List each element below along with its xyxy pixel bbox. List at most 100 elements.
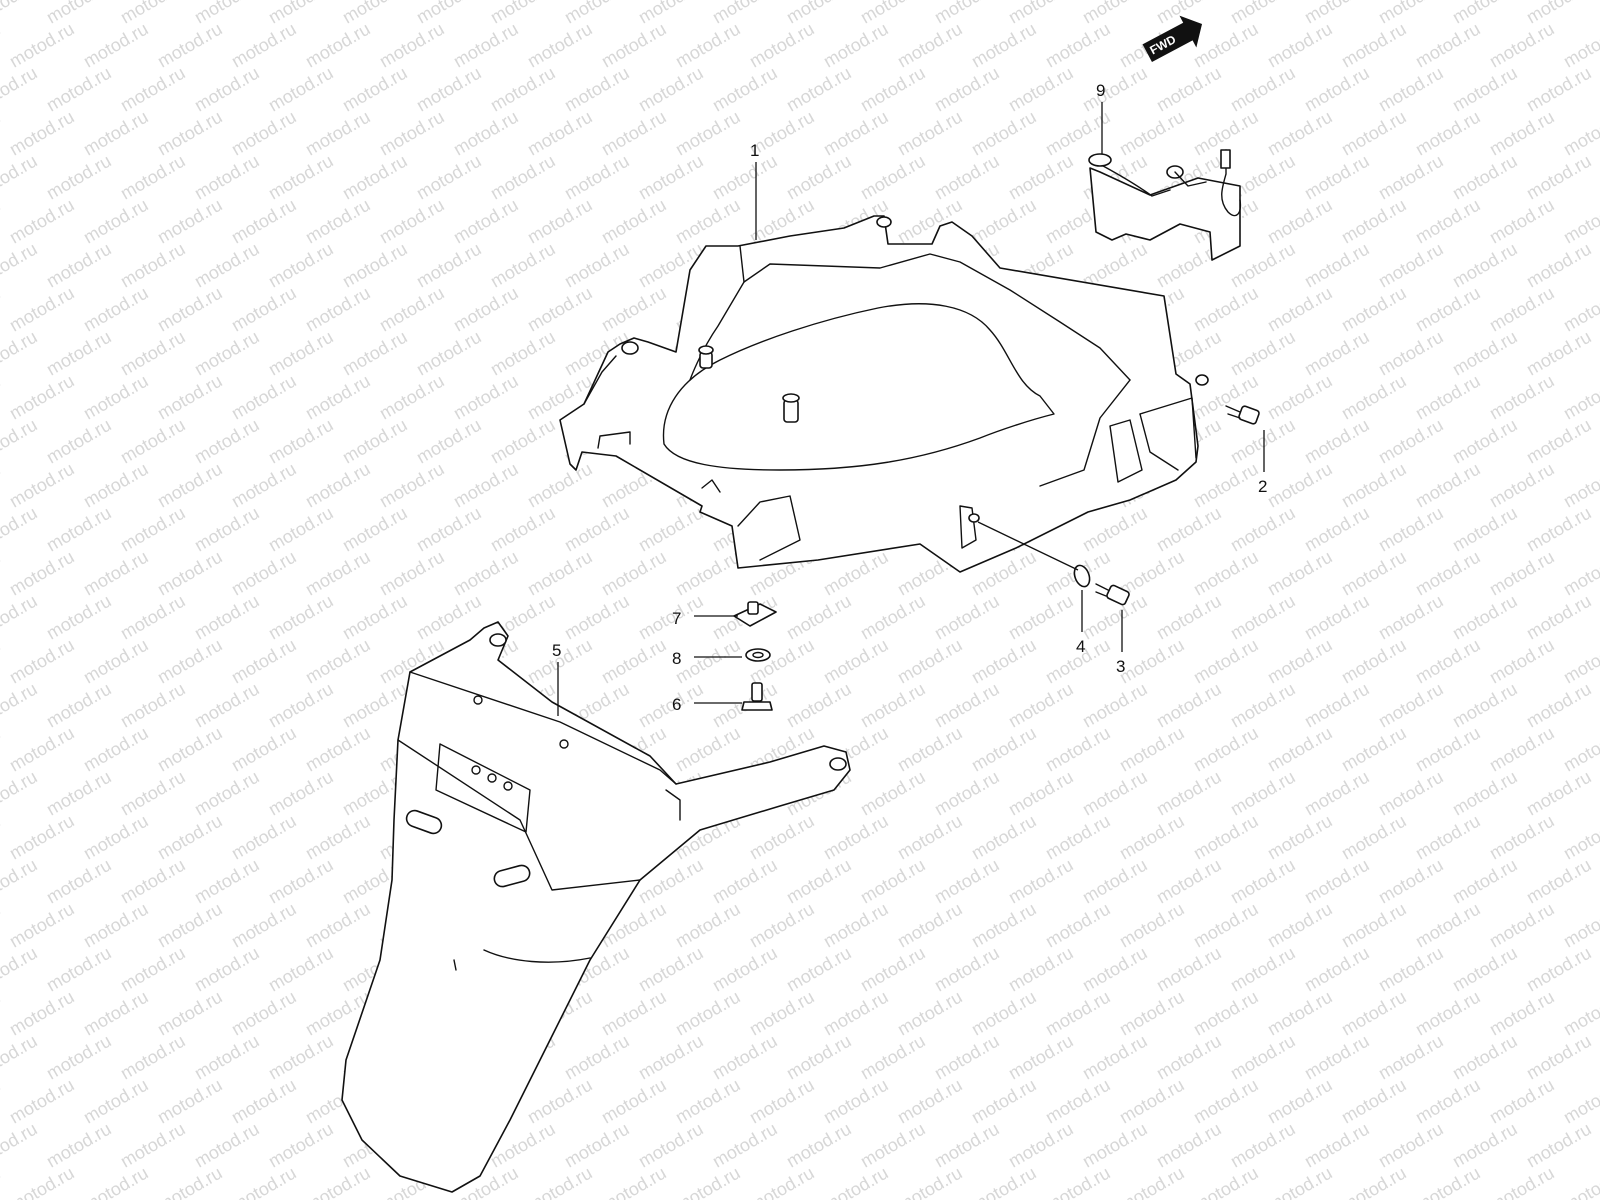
watermark-text: motod.ru [561, 503, 633, 556]
watermark-text: motod.ru [0, 327, 41, 380]
watermark-text: motod.ru [1264, 723, 1336, 776]
watermark-text: motod.ru [1227, 855, 1299, 908]
watermark-text: motod.ru [635, 1119, 707, 1172]
watermark-text: motod.ru [450, 19, 522, 72]
watermark-text: motod.ru [746, 899, 818, 952]
watermark-text: motod.ru [376, 107, 448, 160]
watermark-text: motod.ru [43, 503, 115, 556]
callout-labels: 1 2 3 4 5 6 7 8 9 [552, 81, 1267, 714]
watermark-text: motod.ru [154, 195, 226, 248]
watermark-text: motod.ru [931, 1119, 1003, 1172]
watermark-text: motod.ru [1079, 943, 1151, 996]
callout-8: 8 [672, 649, 681, 668]
watermark-text: motod.ru [968, 19, 1040, 72]
watermark-text: motod.ru [931, 0, 1003, 27]
watermark-text: motod.ru [413, 503, 485, 556]
watermark-text: motod.ru [894, 1163, 966, 1200]
watermark-text: motod.ru [376, 195, 448, 248]
watermark-text: motod.ru [1523, 855, 1595, 908]
watermark-text: motod.ru [1338, 1163, 1410, 1200]
watermark-text: motod.ru [598, 195, 670, 248]
watermark-text: motod.ru [228, 195, 300, 248]
watermark-text: motod.ru [191, 1119, 263, 1172]
watermark-text: motod.ru [43, 1119, 115, 1172]
watermark-text: motod.ru [43, 63, 115, 116]
watermark-text: motod.ru [1523, 767, 1595, 820]
watermark-text: motod.ru [1523, 415, 1595, 468]
watermark-text: motod.ru [857, 591, 929, 644]
watermark-text: motod.ru [0, 283, 4, 336]
watermark-text: motod.ru [1375, 63, 1447, 116]
watermark-text: motod.ru [302, 635, 374, 688]
watermark-text: motod.ru [1486, 635, 1558, 688]
watermark-text: motod.ru [1190, 899, 1262, 952]
watermark-text: motod.ru [1523, 0, 1595, 27]
watermark-text: motod.ru [6, 1163, 78, 1200]
watermark-text: motod.ru [0, 1163, 4, 1200]
watermark-text: motod.ru [228, 283, 300, 336]
watermark-text: motod.ru [524, 107, 596, 160]
watermark-text: motod.ru [487, 63, 559, 116]
watermark-text: motod.ru [1116, 635, 1188, 688]
watermark-text: motod.ru [1375, 943, 1447, 996]
watermark-text: motod.ru [783, 679, 855, 732]
watermark-text: motod.ru [80, 547, 152, 600]
watermark-text: motod.ru [450, 283, 522, 336]
watermark-text: motod.ru [561, 591, 633, 644]
watermark-text: motod.ru [6, 899, 78, 952]
watermark-text: motod.ru [0, 1119, 41, 1172]
watermark-text: motod.ru [820, 107, 892, 160]
watermark-text: motod.ru [1412, 107, 1484, 160]
watermark-text: motod.ru [746, 987, 818, 1040]
watermark-text: motod.ru [450, 107, 522, 160]
watermark-text: motod.ru [0, 1031, 41, 1084]
watermark-text: motod.ru [191, 415, 263, 468]
watermark-text: motod.ru [154, 987, 226, 1040]
watermark-text: motod.ru [709, 0, 781, 27]
watermark-text: motod.ru [0, 811, 4, 864]
watermark-text: motod.ru [1338, 899, 1410, 952]
watermark-text: motod.ru [1153, 503, 1225, 556]
watermark-text: motod.ru [709, 943, 781, 996]
watermark-text: motod.ru [43, 943, 115, 996]
watermark-text: motod.ru [413, 63, 485, 116]
watermark-text: motod.ru [894, 19, 966, 72]
watermark-text: motod.ru [968, 723, 1040, 776]
watermark-text: motod.ru [6, 811, 78, 864]
watermark-text: motod.ru [1005, 0, 1077, 27]
watermark-text: motod.ru [1190, 1163, 1262, 1200]
watermark-text: motod.ru [672, 899, 744, 952]
watermark-text: motod.ru [672, 19, 744, 72]
watermark-text: motod.ru [1449, 327, 1521, 380]
watermark-text: motod.ru [6, 283, 78, 336]
watermark-text: motod.ru [117, 855, 189, 908]
watermark-text: motod.ru [6, 107, 78, 160]
watermark-text: motod.ru [265, 1119, 337, 1172]
watermark-text: motod.ru [746, 1163, 818, 1200]
watermark-text: motod.ru [1486, 107, 1558, 160]
watermark-text: motod.ru [561, 1119, 633, 1172]
watermark-text: motod.ru [117, 1119, 189, 1172]
watermark-text: motod.ru [1153, 1119, 1225, 1172]
watermark-text: motod.ru [561, 63, 633, 116]
watermark-text: motod.ru [1375, 503, 1447, 556]
watermark-text: motod.ru [1005, 943, 1077, 996]
watermark-text: motod.ru [857, 1031, 929, 1084]
watermark-text: motod.ru [1523, 151, 1595, 204]
watermark-text: motod.ru [1486, 195, 1558, 248]
watermark-text: motod.ru [1227, 679, 1299, 732]
watermark-text: motod.ru [154, 1075, 226, 1128]
watermark-text: motod.ru [635, 943, 707, 996]
watermark-text: motod.ru [783, 1119, 855, 1172]
watermark-text: motod.ru [1079, 1031, 1151, 1084]
watermark-text: motod.ru [709, 855, 781, 908]
watermark-text: motod.ru [783, 943, 855, 996]
watermark-text: motod.ru [857, 855, 929, 908]
watermark-text: motod.ru [43, 0, 115, 27]
watermark-text: motod.ru [1375, 415, 1447, 468]
watermark-text: motod.ru [820, 1163, 892, 1200]
watermark-text: motod.ru [6, 635, 78, 688]
watermark-text: motod.ru [1227, 503, 1299, 556]
watermark-text: motod.ru [1486, 1163, 1558, 1200]
